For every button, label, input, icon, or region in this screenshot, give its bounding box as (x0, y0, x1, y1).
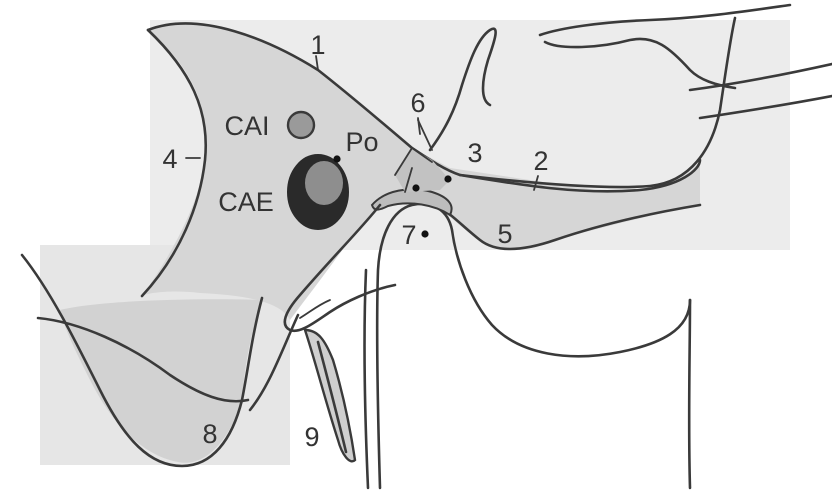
label-4: 4 (162, 144, 177, 174)
label-8: 8 (202, 419, 217, 449)
coronoid-notch (689, 300, 690, 488)
porion-point (333, 155, 340, 162)
point-3 (444, 175, 451, 182)
label-po: Po (345, 127, 378, 157)
internal-acoustic-meatus (288, 112, 314, 138)
label-cae: CAE (218, 187, 274, 217)
label-cai: CAI (224, 111, 269, 141)
label-5: 5 (497, 219, 512, 249)
label-1: 1 (310, 30, 325, 60)
label-7: 7 (401, 220, 416, 250)
label-3: 3 (467, 138, 482, 168)
label-6: 6 (410, 88, 425, 118)
label-9: 9 (304, 422, 319, 452)
external-acoustic-meatus-inner (305, 161, 343, 205)
point-7 (421, 230, 428, 237)
label-2: 2 (533, 146, 548, 176)
condylion-point (412, 184, 419, 191)
